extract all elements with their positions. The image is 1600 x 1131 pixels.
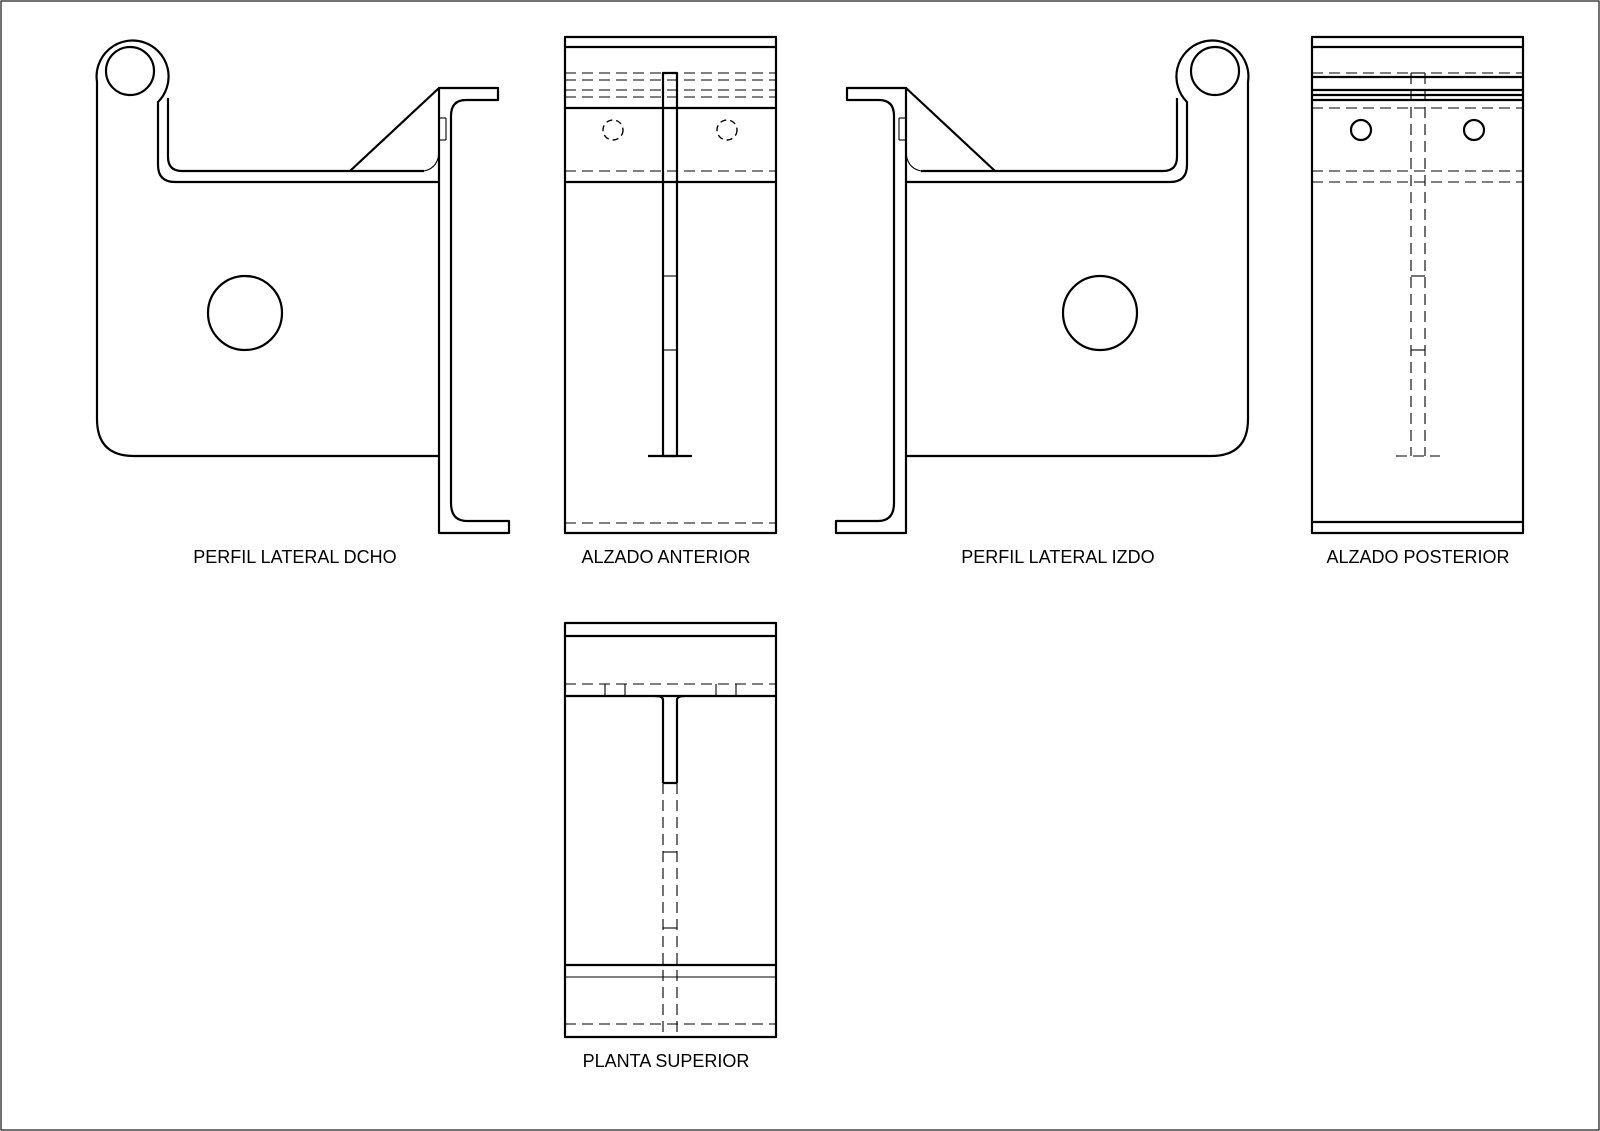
label-left-side: PERFIL LATERAL IZDO (961, 547, 1154, 567)
rear-outline (1310, 35, 1525, 535)
view-right-side (95, 39, 511, 535)
right-side-plate-outline (95, 39, 439, 458)
front-hidden-hole-right (716, 119, 738, 141)
top-outline (563, 621, 778, 1039)
left-side-hole (1061, 274, 1139, 352)
front-web (661, 71, 679, 458)
label-top: PLANTA SUPERIOR (583, 1051, 750, 1071)
view-front (563, 35, 778, 535)
rear-hole-right (1462, 118, 1486, 142)
view-left-side (834, 39, 1250, 535)
label-right-side: PERFIL LATERAL DCHO (193, 547, 396, 567)
right-side-gusset (349, 87, 440, 172)
left-side-hinge-pin (1189, 45, 1241, 97)
left-side-channel-inner (905, 96, 922, 172)
front-outline (563, 35, 778, 535)
right-side-plate-inner (166, 98, 424, 173)
rear-hole-left (1349, 118, 1373, 142)
left-side-plate-outline (906, 39, 1250, 458)
label-rear: ALZADO POSTERIOR (1326, 547, 1509, 567)
right-side-channel-inner (423, 96, 440, 172)
left-side-channel (834, 86, 908, 535)
left-side-gusset (905, 87, 996, 172)
right-side-hinge-pin (104, 45, 156, 97)
left-side-plate-inner (921, 98, 1179, 173)
view-top (563, 621, 778, 1039)
right-side-hole (206, 274, 284, 352)
label-front: ALZADO ANTERIOR (581, 547, 750, 567)
right-side-channel (437, 86, 511, 535)
view-rear (1310, 35, 1525, 535)
top-web-stub (654, 694, 686, 785)
front-hidden-hole-left (602, 119, 624, 141)
